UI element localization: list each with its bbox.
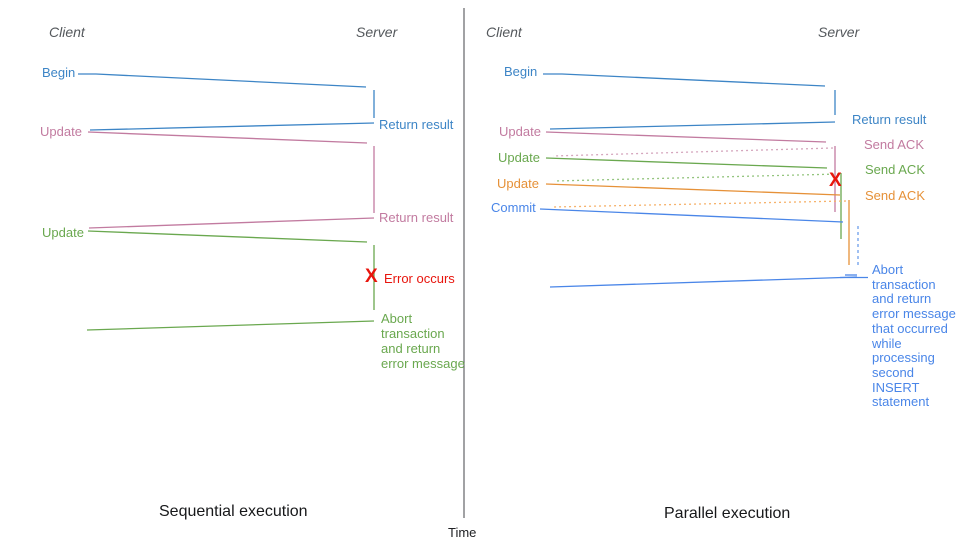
right-abort-note: Abort transaction and return error messa…: [872, 262, 956, 410]
left-abort-note: Abort transaction and return error messa…: [381, 311, 465, 371]
right-send-ack-3-label: Send ACK: [865, 188, 925, 203]
left-error-label: Error occurs: [384, 271, 455, 286]
right-update-3-label: Update: [497, 176, 539, 191]
left-update-2-label: Update: [42, 225, 84, 240]
right-send-ack-2-label: Send ACK: [865, 162, 925, 177]
left-client-header: Client: [49, 24, 85, 40]
right-send-ack-1-label: Send ACK: [864, 137, 924, 152]
left-update2-message-arrows: [86, 230, 375, 331]
left-update1-message-arrows: [87, 131, 375, 229]
time-axis-label: Time: [448, 525, 477, 540]
right-update3-message-arrows: [545, 183, 850, 265]
right-panel-title: Parallel execution: [664, 505, 791, 522]
right-update-2-label: Update: [498, 150, 540, 165]
right-update-1-label: Update: [499, 124, 541, 139]
right-begin-label: Begin: [504, 64, 538, 79]
left-return-result-2-label: Return result: [379, 210, 454, 225]
right-update1-message-arrows: [545, 131, 836, 212]
right-client-header: Client: [486, 24, 522, 40]
left-panel-title: Sequential execution: [159, 503, 308, 520]
right-return-result-label: Return result: [852, 112, 927, 127]
right-commit-label: Commit: [491, 200, 536, 215]
right-begin-message-arrows: [543, 73, 836, 130]
right-update2-message-arrows: [545, 157, 842, 239]
right-error-x-icon: X: [829, 170, 842, 191]
right-server-header: Server: [818, 24, 860, 40]
left-begin-label: Begin: [42, 65, 76, 80]
left-update-1-label: Update: [40, 124, 82, 139]
left-server-header: Server: [356, 24, 398, 40]
left-error-x-icon: X: [365, 266, 378, 287]
right-commit-message-arrows: [539, 208, 868, 288]
left-return-result-1-label: Return result: [379, 117, 454, 132]
left-begin-message-arrows: [78, 73, 375, 131]
